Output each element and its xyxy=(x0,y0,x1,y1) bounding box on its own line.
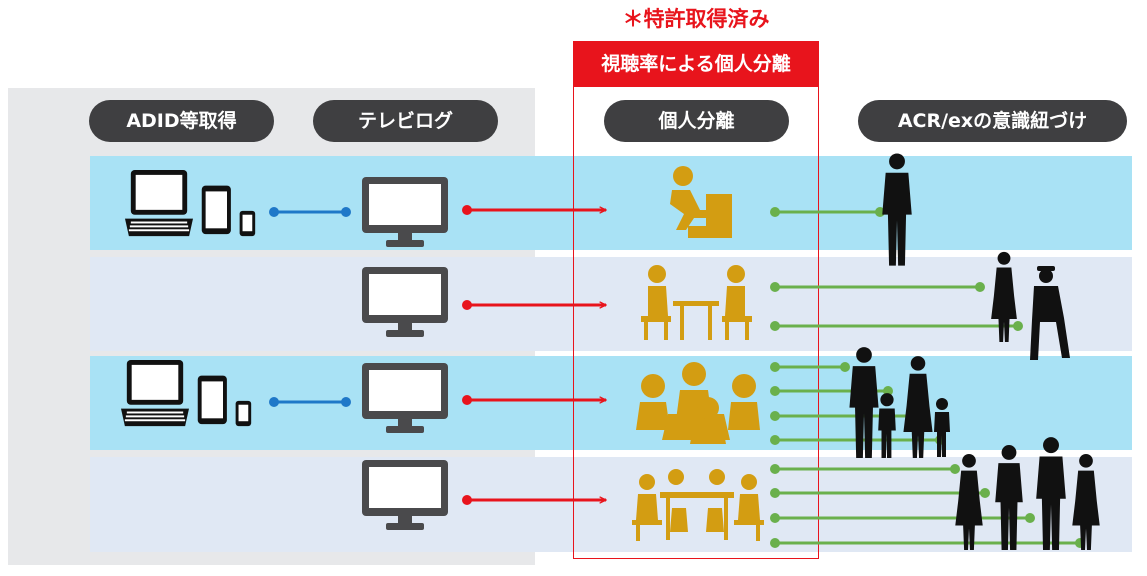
group-viewers-icon xyxy=(632,469,764,541)
tv-monitor-icon xyxy=(362,460,448,530)
businessman-silhouette-icon xyxy=(882,153,912,266)
feature-label: 視聴率による個人分離 xyxy=(573,41,819,87)
single-viewer-icon xyxy=(670,166,732,238)
mother-silhouette-icon xyxy=(903,356,933,458)
family-viewers-icon xyxy=(636,362,760,444)
stage-label-adid: ADID等取得 xyxy=(89,100,274,142)
couple-viewers-icon xyxy=(641,265,752,340)
large-man-silhouette-icon xyxy=(995,445,1023,550)
stage-label-separation: 個人分離 xyxy=(604,100,789,142)
tv-monitor-icon xyxy=(362,267,448,337)
tv-monitor-icon xyxy=(362,177,448,247)
patent-note: ＊特許取得済み xyxy=(622,7,770,31)
elderly-man-silhouette-icon xyxy=(1030,266,1070,360)
tv-monitor-icon xyxy=(362,363,448,433)
tall-man-silhouette-icon xyxy=(1036,437,1066,550)
elderly-woman-silhouette-icon xyxy=(991,251,1017,342)
devices-icon xyxy=(125,170,256,237)
row-couple-viewers xyxy=(90,257,1132,351)
stage-label-acr: ACR/exの意識紐づけ xyxy=(858,100,1127,142)
row-single-viewer xyxy=(90,156,1132,250)
stage-label-telelog: テレビログ xyxy=(313,100,498,142)
young-woman-silhouette-icon xyxy=(1072,453,1100,550)
child-silhouette-icon xyxy=(878,393,896,458)
row-family-viewers xyxy=(90,356,1132,450)
child-silhouette-icon xyxy=(934,398,950,457)
devices-icon xyxy=(121,360,252,427)
